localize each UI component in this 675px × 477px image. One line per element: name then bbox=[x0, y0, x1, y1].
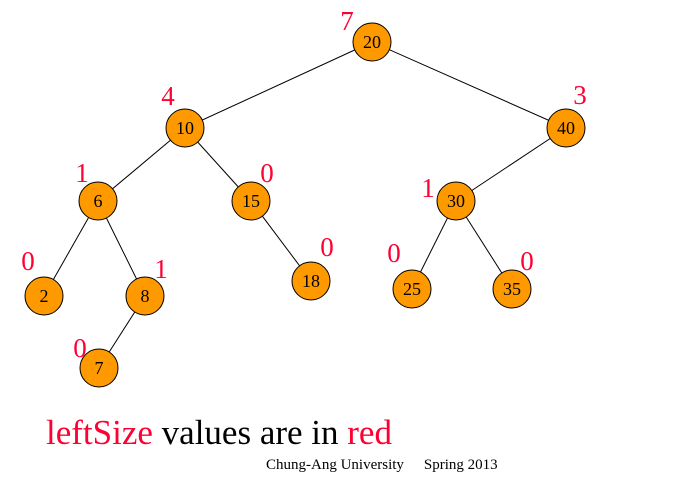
node-key: 18 bbox=[302, 271, 320, 291]
node-key: 2 bbox=[40, 286, 49, 306]
footer-university: Chung-Ang University bbox=[266, 457, 404, 473]
tree-node-40 bbox=[546, 108, 586, 148]
tree-node-25 bbox=[392, 269, 432, 309]
tree-edge bbox=[184, 41, 373, 129]
tree-node-10 bbox=[165, 108, 205, 148]
left-size-label: 1 bbox=[154, 254, 168, 284]
left-size-label: 1 bbox=[75, 158, 89, 188]
tree-edge bbox=[455, 127, 567, 202]
caption-leftsize: leftSize bbox=[46, 413, 153, 452]
left-size-label: 3 bbox=[573, 80, 587, 110]
tree-node-15 bbox=[231, 181, 271, 221]
node-key: 10 bbox=[176, 118, 194, 138]
node-key: 8 bbox=[141, 286, 150, 306]
left-size-label: 0 bbox=[320, 232, 334, 262]
left-size-label: 4 bbox=[161, 81, 175, 111]
tree-edge bbox=[371, 41, 567, 129]
node-key: 35 bbox=[503, 279, 521, 299]
tree-node-6 bbox=[78, 181, 118, 221]
node-key: 6 bbox=[94, 191, 103, 211]
node-key: 20 bbox=[363, 32, 381, 52]
left-size-label: 1 bbox=[421, 173, 435, 203]
tree-node-30 bbox=[436, 181, 476, 221]
node-key: 7 bbox=[95, 358, 104, 378]
tree-node-18 bbox=[291, 261, 331, 301]
left-size-label: 0 bbox=[387, 238, 401, 268]
tree-node-8 bbox=[125, 276, 165, 316]
node-key: 15 bbox=[242, 191, 260, 211]
node-key: 40 bbox=[557, 118, 575, 138]
tree-node-20 bbox=[352, 22, 392, 62]
tree-node-7 bbox=[79, 348, 119, 388]
left-size-label: 0 bbox=[21, 246, 35, 276]
footer-term: Spring 2013 bbox=[423, 457, 498, 473]
tree-node-2 bbox=[24, 276, 64, 316]
caption: leftSize values are in red bbox=[46, 414, 392, 452]
caption-red: red bbox=[347, 413, 392, 452]
caption-middle: values are in bbox=[152, 413, 348, 452]
tree-node-35 bbox=[492, 269, 532, 309]
left-size-label: 0 bbox=[520, 246, 534, 276]
left-size-label: 0 bbox=[73, 333, 87, 363]
left-size-label: 7 bbox=[340, 6, 354, 36]
left-size-label: 0 bbox=[260, 158, 274, 188]
node-key: 25 bbox=[403, 279, 421, 299]
node-key: 30 bbox=[447, 191, 465, 211]
footer: Chung-Ang University Spring 2013 bbox=[266, 456, 518, 474]
